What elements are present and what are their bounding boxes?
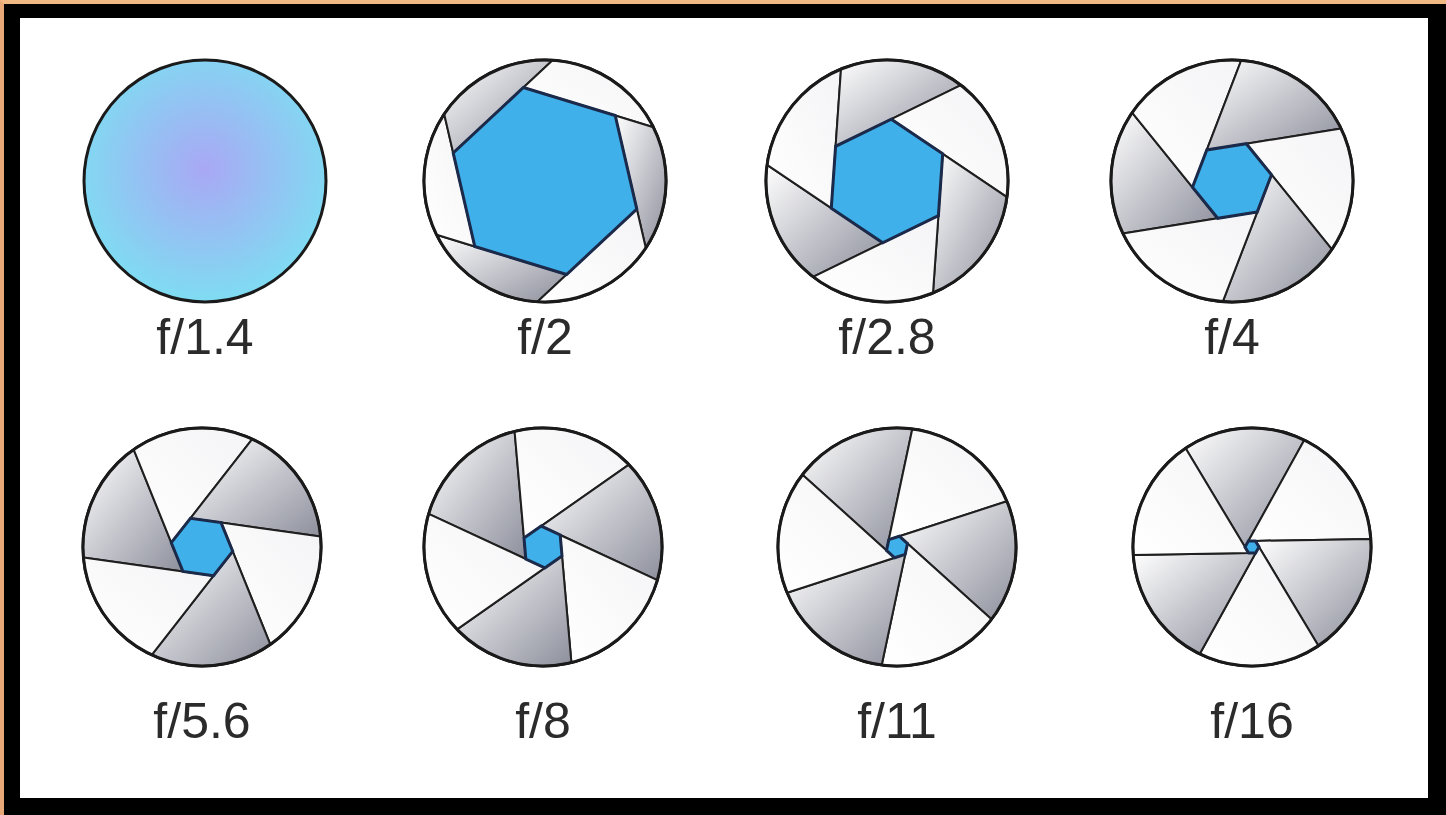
aperture-opening (1245, 541, 1259, 553)
lens-rim-outline (83, 428, 321, 666)
lens-rim (424, 60, 666, 302)
iris-blade (933, 154, 1007, 293)
lens-rim (424, 428, 662, 666)
aperture-opening (831, 119, 942, 243)
iris-blade (560, 535, 657, 663)
lens-rim-outline (1133, 428, 1371, 666)
f-stop-label: f/5.6 (153, 696, 250, 746)
iris-blade (767, 69, 841, 208)
aperture-opening (453, 88, 637, 275)
lens-rim-outline (1111, 60, 1353, 302)
lens-rim (83, 428, 321, 666)
iris-blade (778, 475, 895, 593)
lens-rim-outline (766, 60, 1008, 302)
f-stop-label: f/4 (1204, 312, 1260, 362)
lens-rim (1133, 428, 1371, 666)
iris-blade (1123, 212, 1257, 302)
f-stop-label: f/16 (1210, 696, 1293, 746)
lens-rim (1111, 60, 1353, 302)
f-stop-label: f/2.8 (838, 312, 935, 362)
iris-blade (1133, 553, 1255, 654)
open-lens (84, 60, 326, 302)
f-stop-label: f/8 (515, 696, 571, 746)
lens-rim (778, 428, 1016, 666)
f-stop-label: f/1.4 (156, 312, 253, 362)
f-stop-label: f/2 (517, 312, 573, 362)
iris-blade (1133, 448, 1249, 555)
lens-rim-outline (778, 428, 1016, 666)
aperture-opening (1193, 144, 1272, 219)
aperture-opening (524, 526, 562, 568)
lens-rim-outline (424, 60, 666, 302)
lens-rim (766, 60, 1008, 302)
aperture-opening (887, 536, 908, 558)
f-stop-label: f/11 (857, 696, 937, 746)
aperture-opening (171, 518, 232, 575)
iris-blade (1248, 440, 1370, 541)
lens-rim-outline (424, 428, 662, 666)
